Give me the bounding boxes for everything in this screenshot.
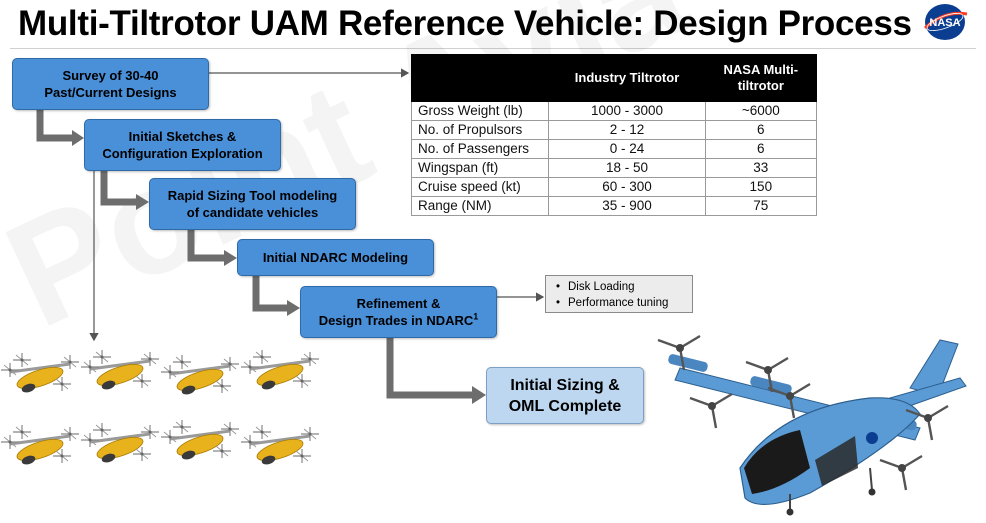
table-header-row: Industry Tiltrotor NASA Multi-tiltrotor <box>410 54 818 102</box>
step-rapid-sizing: Rapid Sizing Tool modeling of candidate … <box>149 178 356 230</box>
connector-rapid-ndarc <box>187 230 224 262</box>
step-final-line-1: Initial Sizing & <box>510 376 620 394</box>
table-cell-label: Range (NM) <box>410 196 550 216</box>
table-cell-nasa: 6 <box>704 139 818 159</box>
table-header-industry: Industry Tiltrotor <box>548 54 706 102</box>
table-cell-industry: 0 - 24 <box>548 139 706 159</box>
reference-vehicle-image <box>656 334 967 516</box>
table-cell-label: Gross Weight (lb) <box>410 101 550 121</box>
step-survey: Survey of 30-40 Past/Current Designs <box>12 58 209 110</box>
step-refine-line-1: Refinement & <box>356 296 441 311</box>
step-final-line-2: OML Complete <box>508 397 622 415</box>
table-row: Range (NM) 35 - 900 75 <box>410 196 818 216</box>
step-sketches-line-2: Configuration Exploration <box>102 146 263 161</box>
table-header-blank <box>410 54 550 102</box>
nasa-logo-text: NASA <box>929 17 960 29</box>
step-sketches-line-1: Initial Sketches & <box>128 129 237 144</box>
candidate-vehicles-image <box>0 340 330 523</box>
table-cell-industry: 1000 - 3000 <box>548 101 706 121</box>
table-header-nasa: NASA Multi-tiltrotor <box>704 54 818 102</box>
refinement-notes: Disk Loading Performance tuning <box>545 275 693 313</box>
step-refine-line-2: Design Trades in NDARC <box>318 313 474 328</box>
connector-ndarc-refine <box>252 276 287 312</box>
table-cell-nasa: 6 <box>704 120 818 140</box>
table-cell-nasa: 150 <box>704 177 818 197</box>
comparison-table: Industry Tiltrotor NASA Multi-tiltrotor … <box>410 54 818 216</box>
step-final-oml: Initial Sizing & OML Complete <box>486 367 644 424</box>
table-cell-industry: 18 - 50 <box>548 158 706 178</box>
table-row: Wingspan (ft) 18 - 50 33 <box>410 158 818 178</box>
table-row: No. of Propulsors 2 - 12 6 <box>410 120 818 140</box>
step-refinement: Refinement & Design Trades in NDARC1 <box>300 286 497 338</box>
connector-survey-sketches <box>36 110 72 142</box>
step-refine-line-2-wrap: Design Trades in NDARC1 <box>319 312 479 329</box>
connector-refine-final <box>386 338 472 399</box>
table-cell-label: No. of Passengers <box>410 139 550 159</box>
step-initial-ndarc: Initial NDARC Modeling <box>237 239 434 276</box>
table-cell-industry: 35 - 900 <box>548 196 706 216</box>
table-cell-label: Cruise speed (kt) <box>410 177 550 197</box>
step-rapid-line-2: of candidate vehicles <box>186 205 319 220</box>
connector-sketches-rapid <box>100 171 136 206</box>
table-cell-nasa: 33 <box>704 158 818 178</box>
fleet-aircraft-group <box>1 350 319 466</box>
nasa-logo-icon: NASA <box>923 4 968 40</box>
step-initial-sketches: Initial Sketches & Configuration Explora… <box>84 119 281 171</box>
step-rapid-line-1: Rapid Sizing Tool modeling <box>167 188 338 203</box>
table-cell-nasa: ~6000 <box>704 101 818 121</box>
step-survey-line-2: Past/Current Designs <box>44 85 177 100</box>
note-disk-loading: Disk Loading <box>556 279 692 295</box>
table-row: No. of Passengers 0 - 24 6 <box>410 139 818 159</box>
table-cell-industry: 60 - 300 <box>548 177 706 197</box>
table-cell-label: Wingspan (ft) <box>410 158 550 178</box>
step-refine-footnote: 1 <box>473 311 479 322</box>
note-performance-tuning: Performance tuning <box>556 295 692 311</box>
table-row: Cruise speed (kt) 60 - 300 150 <box>410 177 818 197</box>
table-cell-nasa: 75 <box>704 196 818 216</box>
table-row: Gross Weight (lb) 1000 - 3000 ~6000 <box>410 101 818 121</box>
page-title: Multi-Tiltrotor UAM Reference Vehicle: D… <box>18 4 912 43</box>
title-divider <box>10 48 976 49</box>
step-survey-line-1: Survey of 30-40 <box>62 68 159 83</box>
table-cell-label: No. of Propulsors <box>410 120 550 140</box>
table-cell-industry: 2 - 12 <box>548 120 706 140</box>
step-ndarc-line-1: Initial NDARC Modeling <box>262 250 409 265</box>
